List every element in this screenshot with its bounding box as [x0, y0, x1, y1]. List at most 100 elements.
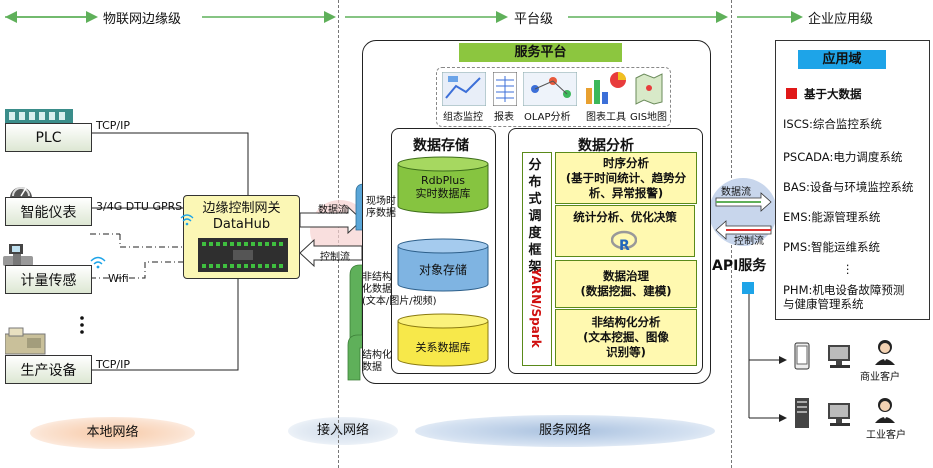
rdb-cylinder	[397, 156, 489, 214]
structured-input-label: 结构化 数据	[362, 350, 392, 374]
app-item-ellipsis: ⋮	[842, 262, 854, 276]
data-storage-title: 数据存储	[413, 138, 469, 154]
control-flow-label: 控制流	[320, 252, 350, 263]
gateway-line2: DataHub	[212, 217, 271, 232]
realtime-input-line2: 序数据	[366, 208, 396, 219]
realtime-input-label: 现场时 序数据	[366, 196, 396, 220]
framework-char: 框	[528, 243, 542, 258]
local-network-pill: 本地网络	[30, 417, 195, 449]
timeseries-line3: 析、异常报警)	[588, 185, 664, 200]
unstructured-line1: 非结构化分析	[591, 315, 661, 329]
object-storage-cylinder	[397, 238, 489, 292]
access-network-pill: 接入网络	[288, 417, 398, 445]
data-analysis-title: 数据分析	[578, 138, 634, 154]
user-icon	[875, 340, 895, 365]
device-production-label: 生产设备	[20, 362, 77, 379]
device-ellipsis	[80, 316, 84, 334]
device-meter: 智能仪表	[5, 197, 92, 226]
protocol-meter: 3/4G DTU GPRS	[96, 200, 183, 213]
plc-icon	[5, 109, 73, 123]
access-arrows	[299, 200, 370, 268]
gateway-wifi-icon	[180, 214, 194, 226]
mobile-icon	[794, 342, 810, 370]
api-control-flow-label: 控制流	[734, 236, 764, 247]
rdb-label-line1: RdbPlus	[421, 174, 465, 187]
framework-char: 式	[528, 192, 542, 207]
object-storage-label: 对象存储	[418, 263, 467, 277]
api-data-flow-label: 数据流	[721, 187, 751, 198]
client-connectors	[748, 293, 787, 422]
device-meter-label: 智能仪表	[20, 204, 77, 221]
timeseries-analysis-cell: 时序分析 (基于时间统计、趋势分 析、异常报警)	[555, 152, 697, 204]
protocol-plc: TCP/IP	[96, 119, 130, 132]
structured-input-line2: 数据	[362, 362, 382, 373]
framework-char: 度	[528, 226, 542, 241]
framework-column	[522, 152, 552, 366]
unstructured-input-line1: 非结构	[362, 272, 392, 283]
governance-line2: (数据挖掘、建模)	[580, 284, 672, 298]
tool-label-chart: 图表工具	[586, 112, 626, 123]
server-icon	[795, 398, 809, 428]
report-icon	[493, 72, 517, 106]
gateway-device-icon	[198, 238, 288, 272]
application-domain-panel	[775, 40, 930, 320]
unstructured-input-line3: (文本/图片/视频)	[362, 296, 437, 307]
api-flow-circle	[709, 178, 777, 246]
tool-label-gis: GIS地图	[630, 112, 668, 123]
framework-char: 架	[528, 260, 542, 275]
olap-icon	[523, 72, 577, 106]
structured-input-line1: 结构化	[362, 350, 392, 361]
device-sensor: 计量传感	[5, 265, 92, 294]
commercial-client-label: 商业客户	[860, 372, 900, 383]
realtime-input-line1: 现场时	[366, 196, 396, 207]
chart-tool-icon	[586, 72, 626, 104]
gateway-text: 边缘控制网关 DataHub	[184, 201, 299, 233]
tool-label-olap: OLAP分析	[524, 112, 571, 123]
protocol-sensor: Wifi	[108, 272, 129, 285]
unstructured-input-line2: 化数据	[362, 284, 392, 295]
wifi-icon	[90, 256, 106, 269]
app-item-phm-cont: 与健康管理系统	[783, 297, 864, 311]
relational-db-label: 关系数据库	[415, 341, 471, 354]
access-network-label: 接入网络	[316, 423, 369, 438]
unstructured-analysis-cell: 非结构化分析 (文本挖掘、图像 识别等)	[555, 309, 697, 366]
api-service-label: API服务	[712, 258, 767, 274]
legend-red-swatch	[786, 88, 797, 99]
meter-icon	[3, 244, 33, 270]
unstructured-line3: 识别等)	[606, 345, 646, 359]
device-sensor-label: 计量传感	[20, 272, 77, 289]
user-icon	[875, 398, 895, 423]
app-item-phm: PHM:机电设备故障预测	[783, 283, 905, 297]
framework-char: 调	[528, 209, 542, 224]
tool-label-monitor: 组态监控	[443, 112, 483, 123]
protocol-production: TCP/IP	[96, 358, 130, 371]
rdb-label: RdbPlus 实时数据库	[397, 174, 489, 200]
edge-gateway: 边缘控制网关 DataHub	[183, 195, 300, 279]
svg-text:R: R	[619, 238, 630, 252]
zone-title-edge: 物联网边缘级	[103, 12, 182, 27]
service-network-label: 服务网络	[538, 423, 591, 438]
device-plc: PLC	[5, 123, 92, 152]
data-governance-cell: 数据治理 (数据挖掘、建模)	[555, 260, 697, 308]
app-item-ems: EMS:能源管理系统	[783, 210, 881, 224]
relational-db-cylinder	[397, 313, 489, 367]
timeseries-line1: 时序分析	[603, 155, 649, 170]
app-item-pscada: PSCADA:电力调度系统	[783, 150, 903, 164]
gauge-icon	[10, 187, 32, 198]
machine-icon	[5, 327, 46, 355]
config-monitor-icon	[442, 72, 486, 106]
statistics-line1: 统计分析、优化决策	[573, 210, 677, 224]
governance-line1: 数据治理	[603, 269, 649, 283]
rdb-label-line2: 实时数据库	[415, 187, 471, 200]
application-domain-title: 应用域	[798, 50, 886, 69]
app-item-iscs: ISCS:综合监控系统	[783, 117, 882, 131]
gateway-line1: 边缘控制网关	[202, 201, 281, 216]
app-item-bas: BAS:设备与环境监控系统	[783, 180, 914, 194]
timeseries-line2: (基于时间统计、趋势分	[565, 170, 687, 185]
app-item-pms: PMS:智能运维系统	[783, 240, 881, 254]
local-network-label: 本地网络	[86, 425, 139, 440]
service-platform-title: 服务平台	[459, 43, 622, 62]
r-language-icon: R	[611, 230, 637, 252]
device-connectors	[90, 132, 249, 371]
unstructured-line2: (文本挖掘、图像	[583, 330, 669, 344]
